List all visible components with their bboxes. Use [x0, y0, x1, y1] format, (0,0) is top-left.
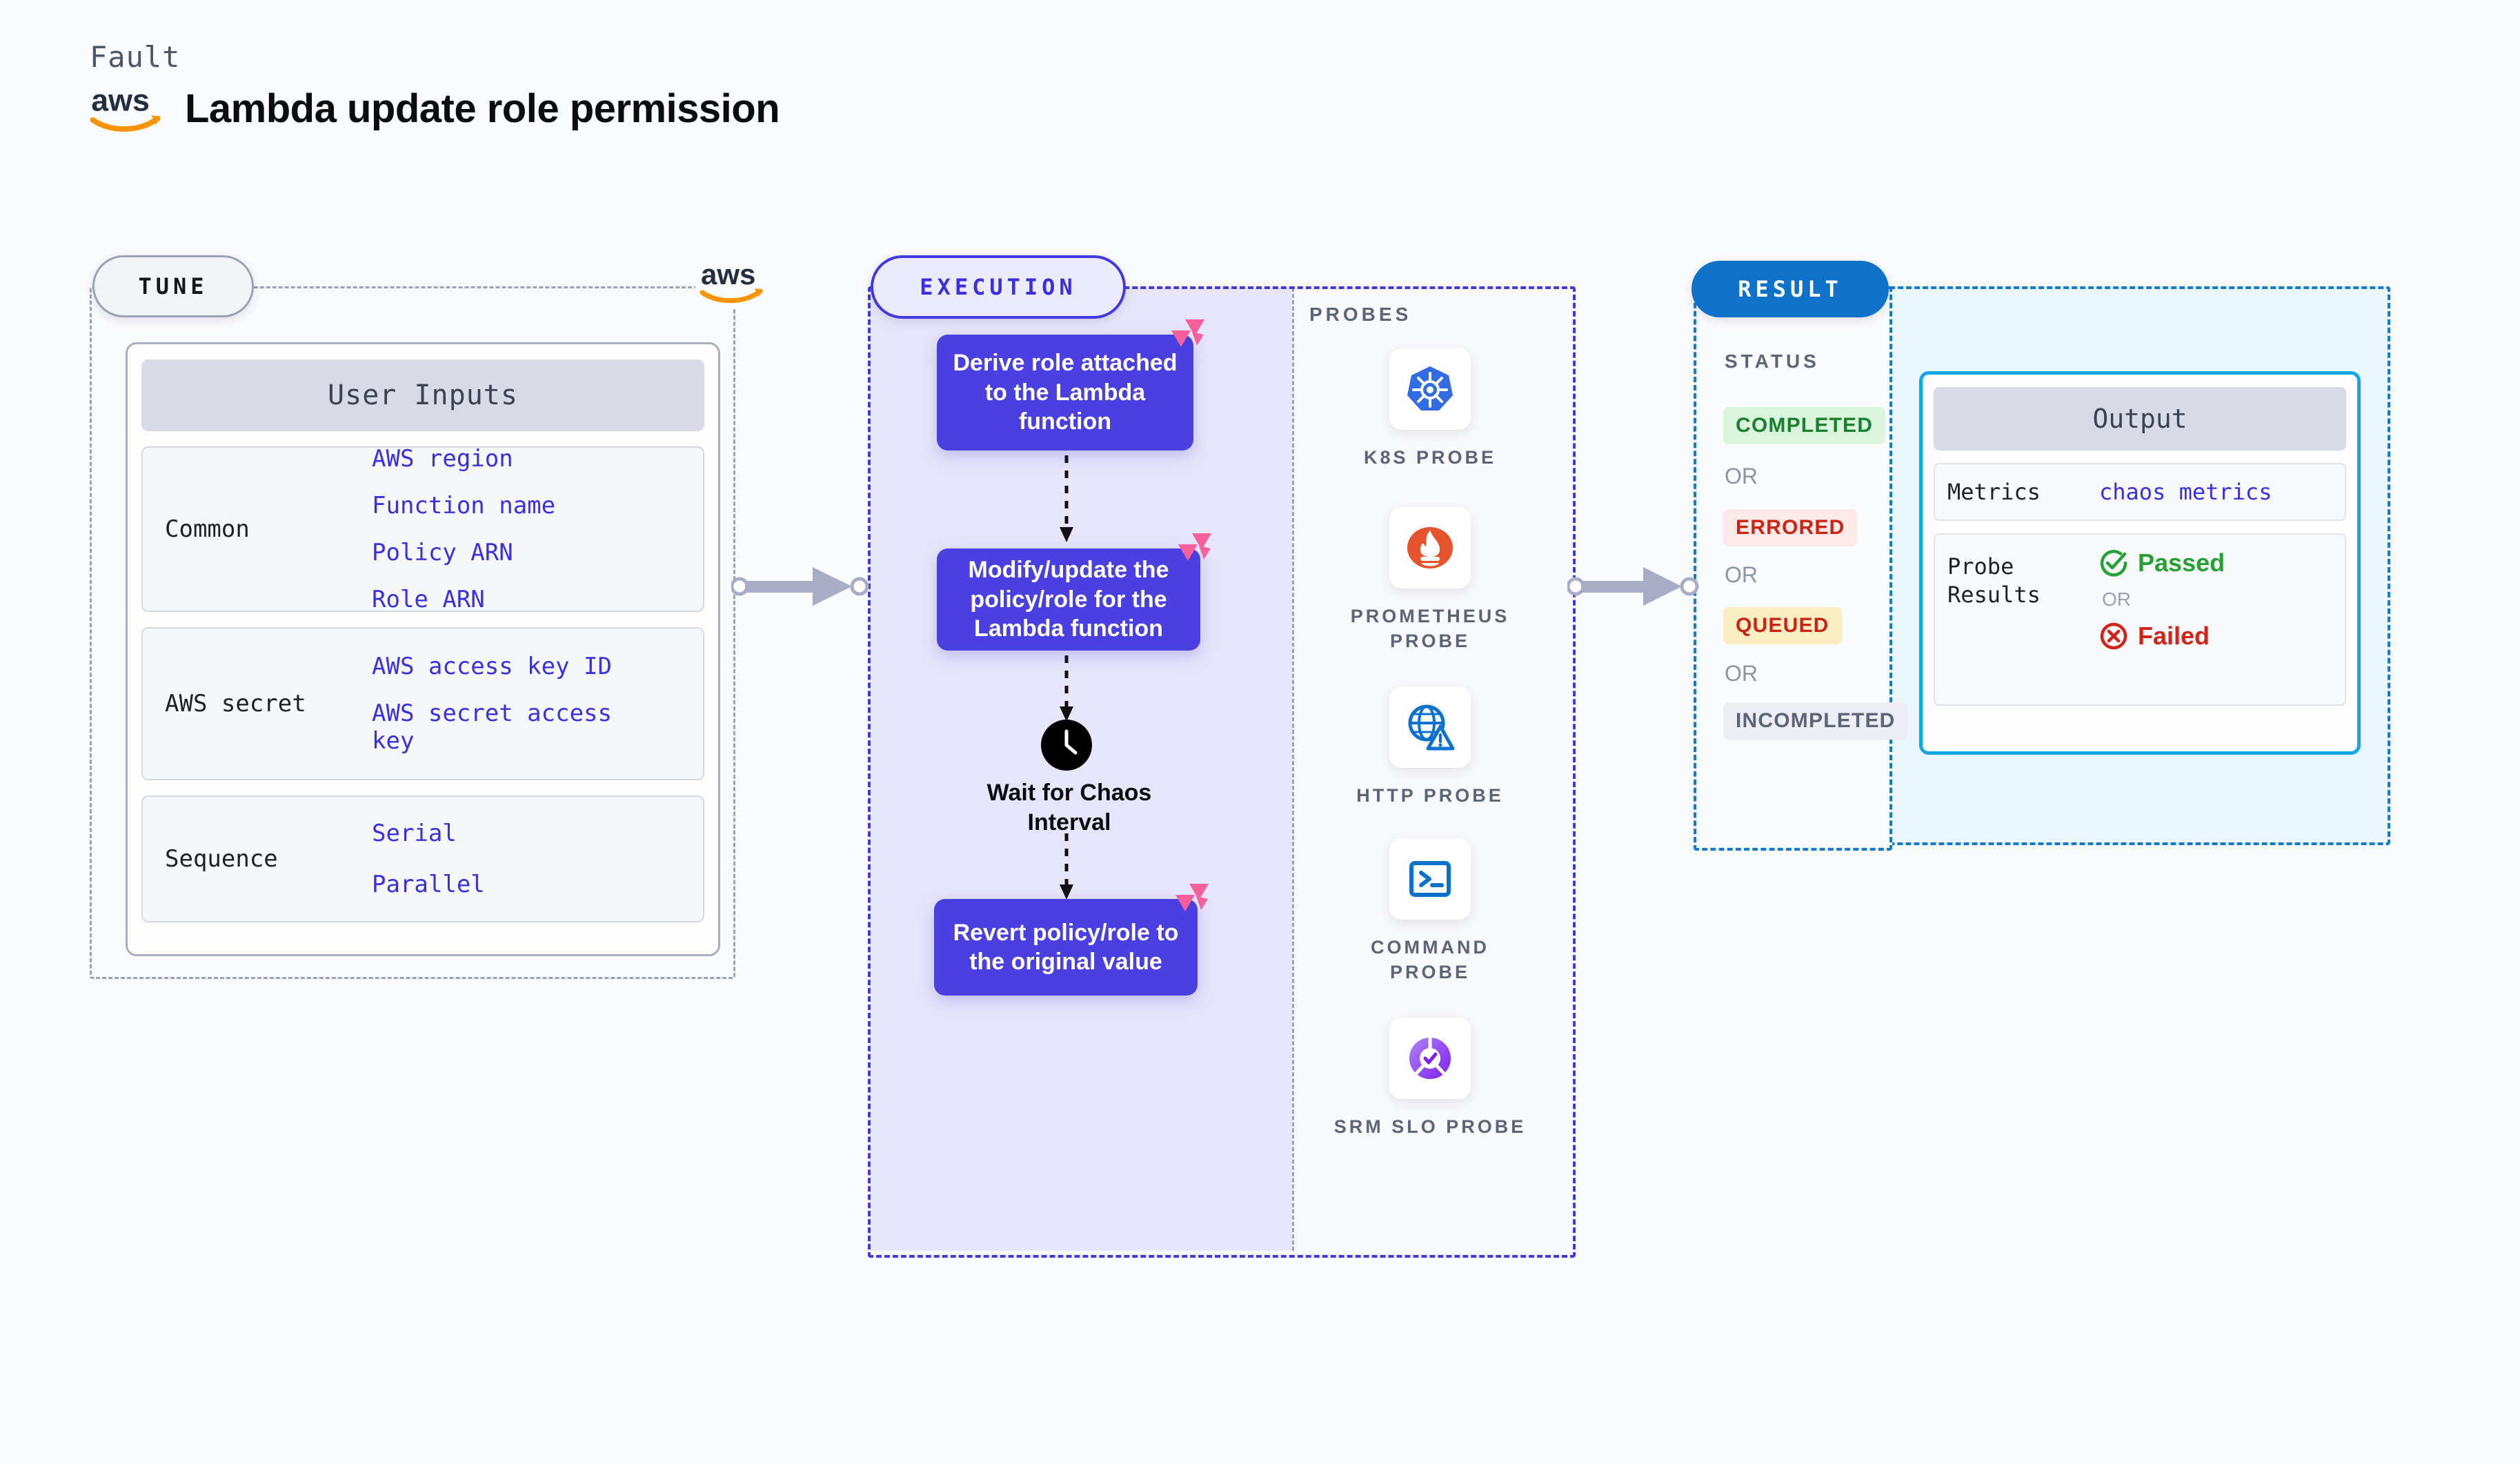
execution-badge: EXECUTION [871, 255, 1126, 319]
fault-kicker: Fault [90, 40, 181, 74]
svg-text:aws: aws [701, 258, 755, 290]
probe-icon-tile [1389, 1018, 1471, 1099]
flow-arrow-down [1060, 655, 1073, 722]
probe-label: K8S PROBE [1363, 447, 1497, 468]
metrics-label: Metrics [1947, 478, 2041, 505]
input-group-common: Common AWS region Function name Policy A… [141, 445, 704, 613]
input-value[interactable]: Function name [372, 491, 556, 520]
probes-title: PROBES [1309, 304, 1412, 325]
probe-label: COMMAND PROBE [1371, 937, 1489, 983]
group-values: AWS access key ID AWS secret access key [372, 646, 648, 761]
probe-item-k8s[interactable]: K8S PROBE [1330, 348, 1530, 470]
probe-item-command[interactable]: COMMAND PROBE [1330, 838, 1530, 985]
probe-item-http[interactable]: HTTP PROBE [1330, 686, 1530, 808]
step-label: Modify/update the policy/role for the La… [968, 557, 1169, 642]
litmus-chaos-icon [1171, 319, 1204, 347]
input-group-sequence: Sequence Serial Parallel [141, 795, 704, 922]
input-value[interactable]: Policy ARN [372, 539, 513, 566]
group-label: AWS secret [165, 690, 306, 718]
flow-arrow-down [1060, 833, 1073, 900]
input-group-aws-secret: AWS secret AWS access key ID AWS secret … [141, 627, 704, 780]
connector-tune-to-execution [731, 567, 869, 606]
output-row-probe-results: Probe Results Passed OR Failed [1934, 533, 2346, 706]
x-circle-icon [2100, 622, 2127, 650]
execution-step-box[interactable]: Derive role attached to the Lambda funct… [937, 319, 1204, 451]
litmus-chaos-icon [1178, 533, 1211, 561]
page-title: Lambda update role permission [185, 86, 780, 131]
user-inputs-card: User Inputs Common AWS region Function n… [126, 342, 720, 956]
probe-result-or: OR [2102, 588, 2131, 610]
status-badge: QUEUED [1723, 607, 1842, 644]
probe-icon-tile [1389, 838, 1471, 920]
status-title: STATUS [1725, 350, 1820, 372]
output-title: Output [1934, 387, 2346, 451]
output-row-metrics: Metrics chaos metrics [1934, 463, 2346, 521]
group-label: Sequence [165, 845, 278, 873]
user-inputs-title: User Inputs [141, 359, 704, 431]
probe-result-list: Passed OR Failed [2099, 548, 2225, 691]
check-circle-icon [2100, 550, 2127, 577]
result-status-boundary [1694, 286, 1892, 851]
prometheus-flame-icon [1407, 527, 1453, 568]
svg-text:aws: aws [91, 83, 150, 117]
wait-node-label: Wait for Chaos Interval [986, 780, 1152, 835]
page-header: Fault aws Lambda update role permission [90, 40, 780, 133]
connector-execution-to-result [1567, 567, 1699, 606]
probe-label: SRM SLO PROBE [1333, 1116, 1527, 1137]
input-value[interactable]: AWS access key ID [372, 652, 612, 680]
clock-icon [1041, 720, 1092, 771]
globe-warning-icon [1408, 704, 1455, 751]
aws-logo-icon: aws [90, 83, 161, 132]
status-badge: ERRORED [1723, 509, 1858, 546]
terminal-icon [1409, 861, 1451, 897]
probe-result-failed: Failed [2099, 622, 2225, 651]
status-or-label: OR [1725, 464, 1758, 488]
step-label: Revert policy/role to the original value [953, 919, 1179, 976]
status-badge: COMPLETED [1723, 407, 1886, 444]
probe-item-srm-slo[interactable]: SRM SLO PROBE [1330, 1018, 1530, 1139]
input-value[interactable]: Role ARN [372, 586, 485, 614]
probe-icon-tile [1389, 507, 1471, 588]
execution-panel-boundary [868, 286, 1576, 1258]
litmus-chaos-icon [1175, 884, 1209, 911]
step-label: Derive role attached to the Lambda funct… [953, 350, 1178, 435]
probe-result-passed: Passed [2099, 548, 2225, 577]
probe-item-prometheus[interactable]: PROMETHEUS PROBE [1330, 507, 1530, 654]
aws-logo-icon: aws [695, 257, 773, 308]
group-label: Common [165, 515, 250, 543]
probe-results-label: Probe Results [1947, 553, 2041, 608]
probe-label: PROMETHEUS PROBE [1350, 606, 1510, 652]
probe-icon-tile [1389, 348, 1471, 430]
status-badge: INCOMPLETED [1723, 702, 1908, 740]
result-badge: RESULT [1691, 261, 1889, 317]
execution-step-box[interactable]: Modify/update the policy/role for the La… [937, 533, 1211, 651]
flow-arrow-down [1060, 455, 1073, 542]
input-value[interactable]: Parallel [372, 871, 485, 898]
title-row: aws Lambda update role permission [90, 83, 780, 133]
status-or-label: OR [1725, 562, 1758, 587]
metrics-value[interactable]: chaos metrics [2099, 479, 2272, 505]
status-or-label: OR [1725, 661, 1758, 686]
tune-badge: TUNE [92, 255, 254, 317]
failed-label: Failed [2138, 622, 2210, 650]
probe-icon-tile [1389, 686, 1471, 768]
kubernetes-icon [1407, 366, 1453, 410]
group-values: AWS region Function name Policy ARN Role… [372, 445, 556, 613]
group-values: Serial Parallel [372, 815, 485, 903]
input-value[interactable]: AWS secret access key [372, 699, 612, 755]
input-value[interactable]: AWS region [372, 444, 513, 473]
slo-donut-check-icon [1409, 1038, 1451, 1079]
input-value[interactable]: Serial [372, 819, 457, 847]
probe-label: HTTP PROBE [1356, 785, 1504, 806]
output-card: Output Metrics chaos metrics Probe Resul… [1919, 371, 2361, 755]
execution-step-box[interactable]: Revert policy/role to the original value [934, 884, 1209, 996]
passed-label: Passed [2138, 548, 2225, 577]
